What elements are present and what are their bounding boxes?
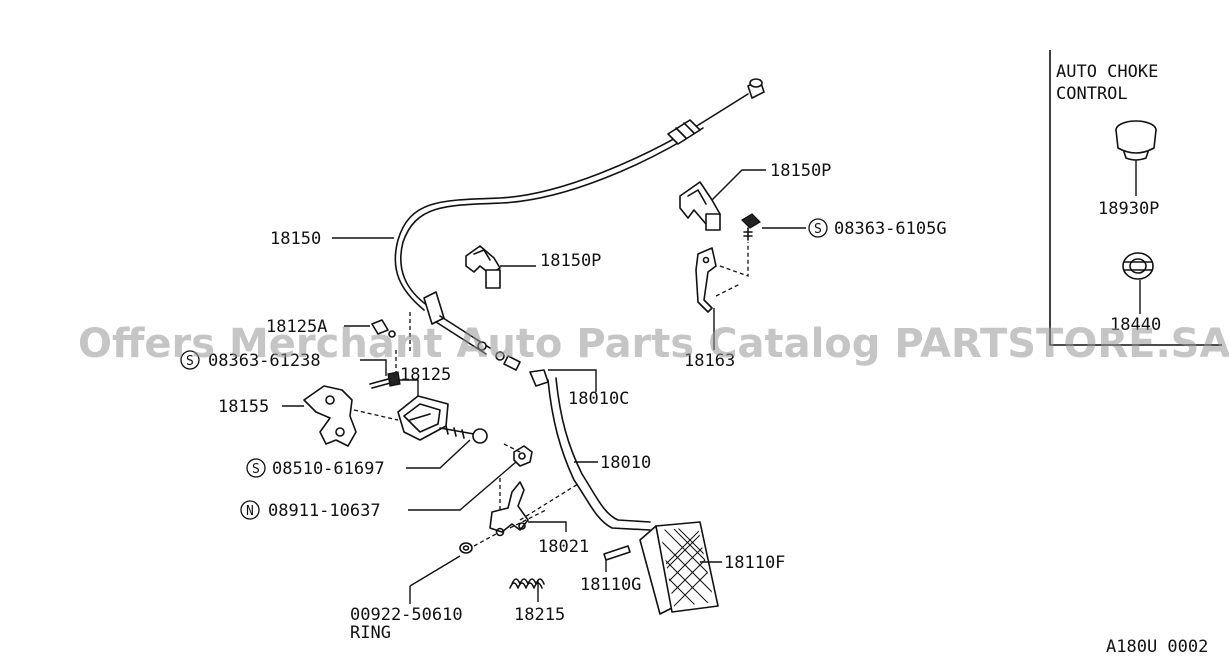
inset-border bbox=[1049, 50, 1222, 346]
accelerator-cable[interactable] bbox=[394, 78, 765, 371]
label-18163: 18163 bbox=[684, 351, 735, 371]
cable-clip-lower[interactable] bbox=[465, 245, 501, 289]
label-18110f: 18110F bbox=[724, 553, 785, 573]
ring-00922-50610[interactable] bbox=[459, 542, 473, 554]
n-marker-10637 bbox=[240, 500, 260, 520]
leader-08911-10637 bbox=[408, 461, 517, 511]
leader-00922-50610 bbox=[409, 555, 461, 587]
cable-bracket-18163[interactable] bbox=[695, 242, 749, 313]
leader-18125 bbox=[398, 379, 419, 396]
leader-08363-61238 bbox=[360, 359, 387, 376]
leader-18150p-upper bbox=[711, 169, 766, 201]
label-18150: 18150 bbox=[270, 229, 321, 249]
choke-knob-part[interactable] bbox=[1115, 120, 1157, 161]
pedal-pad-18110f[interactable] bbox=[639, 490, 740, 640]
label-ring: RING bbox=[350, 623, 391, 643]
label-18010: 18010 bbox=[600, 453, 651, 473]
bracket-18125[interactable] bbox=[397, 395, 449, 441]
label-18150p-lower: 18150P bbox=[540, 251, 601, 271]
bolt-08363-61238[interactable] bbox=[369, 371, 401, 389]
leader-18010c bbox=[548, 369, 597, 392]
pin-18110g[interactable] bbox=[603, 545, 631, 561]
label-18110g: 18110G bbox=[580, 575, 641, 595]
screw-08510-61697[interactable] bbox=[439, 425, 488, 444]
label-18125a: 18125A bbox=[266, 317, 327, 337]
pivot-bracket-18155[interactable] bbox=[303, 385, 357, 447]
label-18010c: 18010C bbox=[568, 389, 629, 409]
label-00922-50610: 00922-50610 bbox=[350, 605, 463, 625]
inset-title-line1: AUTO CHOKE bbox=[1056, 62, 1158, 82]
s-marker-61238 bbox=[180, 350, 200, 370]
auto-choke-inset: AUTO CHOKE CONTROL 18930P 18440 bbox=[1049, 50, 1222, 346]
label-08911-10637: 08911-10637 bbox=[268, 501, 381, 521]
stopper-bracket-18021[interactable] bbox=[489, 478, 579, 537]
spring-18215[interactable] bbox=[509, 578, 545, 589]
inset-title-line2: CONTROL bbox=[1056, 84, 1128, 104]
bolt-08363-6105g[interactable] bbox=[741, 213, 761, 241]
label-18150p-upper: 18150P bbox=[770, 161, 831, 181]
s-marker-61697 bbox=[246, 458, 266, 478]
label-18021: 18021 bbox=[538, 537, 589, 557]
n-marker-10637-text: N bbox=[246, 504, 254, 519]
choke-bulb-part[interactable] bbox=[1122, 252, 1154, 280]
nut-08911-10637[interactable] bbox=[513, 445, 533, 467]
s-marker-61697-text: S bbox=[252, 462, 260, 477]
s-marker-6105g bbox=[808, 218, 828, 238]
leader-18021 bbox=[528, 521, 567, 532]
leader-08510-61697 bbox=[406, 439, 471, 469]
s-marker-6105g-text: S bbox=[814, 222, 822, 237]
label-08363-61238: 08363-61238 bbox=[208, 351, 321, 371]
label-08510-61697: 08510-61697 bbox=[272, 459, 385, 479]
label-08363-6105g: 08363-6105G bbox=[834, 219, 947, 239]
pedal-arm-18010[interactable] bbox=[529, 369, 651, 531]
label-18440: 18440 bbox=[1110, 315, 1161, 335]
label-18125: 18125 bbox=[400, 365, 451, 385]
figure-code: A180U 0002 bbox=[1106, 637, 1208, 657]
cable-clip-upper[interactable] bbox=[679, 181, 721, 231]
label-18930p: 18930P bbox=[1098, 199, 1159, 219]
watermark: Offers Merchant Auto Parts Catalog PARTS… bbox=[78, 321, 1229, 367]
s-marker-61238-text: S bbox=[186, 354, 194, 369]
label-18155: 18155 bbox=[218, 397, 269, 417]
clip-18125a[interactable] bbox=[371, 319, 396, 338]
label-18215: 18215 bbox=[514, 605, 565, 625]
